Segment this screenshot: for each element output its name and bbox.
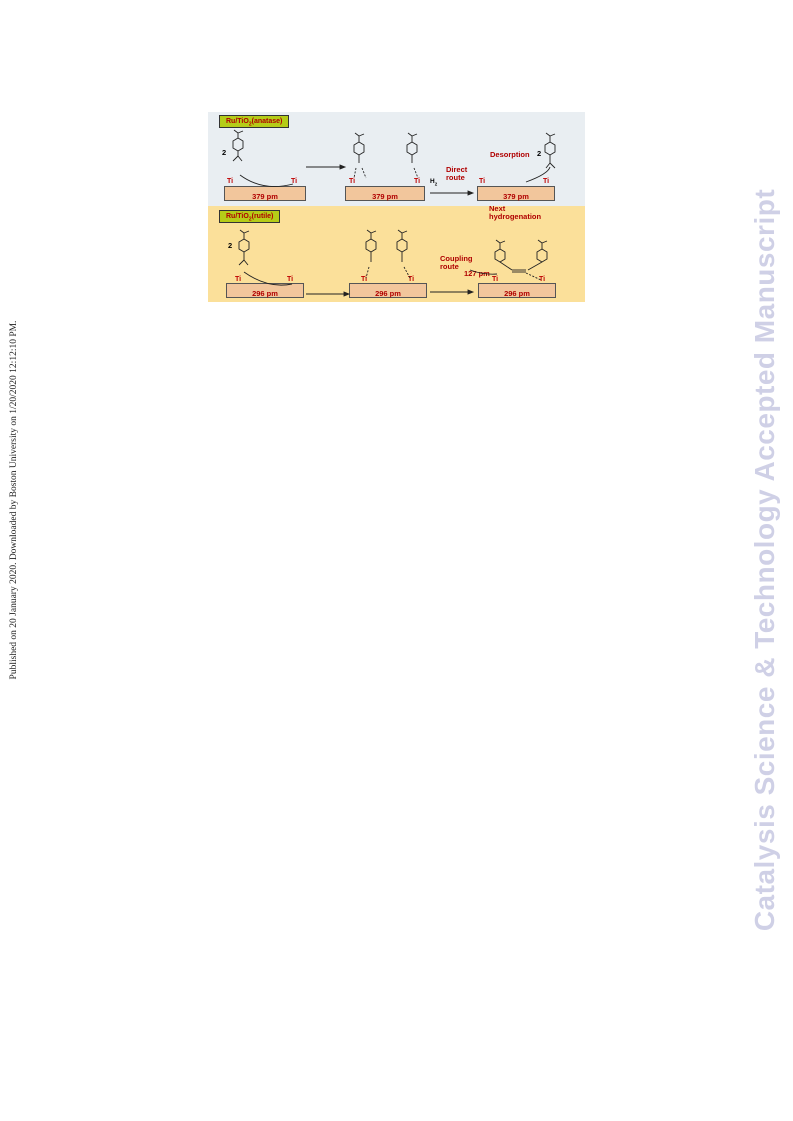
stoich-coefficient: 2 xyxy=(228,241,233,250)
ti-atom: Ti xyxy=(349,178,356,185)
watermark-text: Catalysis Science & Technology Accepted … xyxy=(749,188,780,932)
rutile-surface-3 xyxy=(478,283,556,298)
ti-atom: Ti xyxy=(414,178,421,185)
ti-atom: Ti xyxy=(235,276,242,283)
rutile-surface-1 xyxy=(226,283,304,298)
ti-atom: Ti xyxy=(408,276,415,283)
stoich-coefficient: 2 xyxy=(537,149,542,158)
h2-label: H2 xyxy=(430,178,438,187)
reaction-scheme-figure: Ru/TiO2(anatase) 379 pm 379 pm 379 pm Ti… xyxy=(208,112,585,302)
rutile-distance-3: 296 pm xyxy=(504,289,530,298)
rutile-panel: Ru/TiO2(rutile) 296 pm 296 pm 296 pm Ti … xyxy=(208,204,585,302)
ti-atom: Ti xyxy=(479,178,486,185)
anatase-distance-1: 379 pm xyxy=(252,192,278,201)
anatase-surface-3 xyxy=(477,186,555,201)
ti-atom: Ti xyxy=(361,276,368,283)
desorption-label: Desorption xyxy=(490,150,530,159)
ti-atom: Ti xyxy=(227,178,234,185)
rutile-surface-2 xyxy=(349,283,427,298)
ti-atom: Ti xyxy=(492,276,499,283)
anatase-catalyst-label: Ru/TiO2(anatase) xyxy=(219,115,290,128)
anatase-distance-3: 379 pm xyxy=(503,192,529,201)
stoich-coefficient: 2 xyxy=(222,148,227,157)
publication-side-note: Published on 20 January 2020. Downloaded… xyxy=(0,0,28,1121)
publication-note-text: Published on 20 January 2020. Downloaded… xyxy=(9,320,19,680)
ti-atom: Ti xyxy=(291,178,298,185)
ti-atom: Ti xyxy=(539,276,546,283)
rutile-distance-2: 296 pm xyxy=(375,289,401,298)
ti-atom: Ti xyxy=(543,178,550,185)
anatase-surface-1 xyxy=(224,186,306,201)
anatase-surface-2 xyxy=(345,186,425,201)
anatase-distance-2: 379 pm xyxy=(372,192,398,201)
journal-watermark: Catalysis Science & Technology Accepted … xyxy=(742,0,788,1121)
ti-atom: Ti xyxy=(287,276,294,283)
anatase-panel: Ru/TiO2(anatase) 379 pm 379 pm 379 pm Ti… xyxy=(208,112,585,206)
rutile-distance-1: 296 pm xyxy=(252,289,278,298)
molecule-drawings xyxy=(232,129,556,297)
rutile-catalyst-label: Ru/TiO2(rutile) xyxy=(219,210,281,223)
bond-distance-label: 127 pm xyxy=(464,269,490,278)
